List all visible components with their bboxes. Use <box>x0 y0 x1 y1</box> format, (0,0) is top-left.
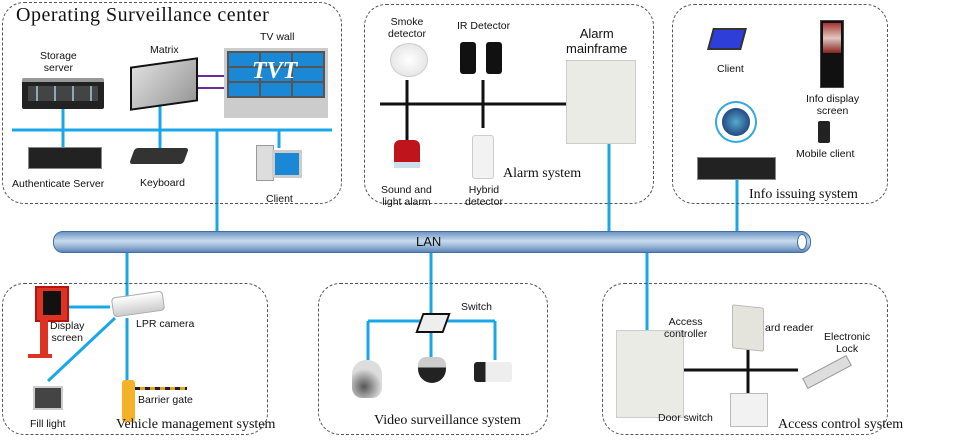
ir-detector-label: IR Detector <box>457 20 511 32</box>
surveillance-center-box <box>2 2 342 204</box>
card-reader-icon <box>732 304 764 352</box>
smoke-detector-icon <box>390 43 428 77</box>
alarm-system-box <box>364 4 654 204</box>
door-switch-icon <box>730 393 768 427</box>
access-controller-icon <box>616 330 684 418</box>
storage-server-icon <box>22 78 104 109</box>
sound-light-alarm-label: Sound and light alarm <box>381 184 432 208</box>
client-label: Client <box>266 193 293 205</box>
barrier-gate-icon <box>122 380 135 422</box>
info-server-icon <box>697 157 776 180</box>
surveillance-center-title: Operating Surveillance center <box>16 4 270 26</box>
ptz-camera-icon <box>352 360 382 398</box>
access-control-title: Access control system <box>778 417 904 432</box>
authenticate-server-label: Authenticate Server <box>12 178 105 190</box>
barrier-gate-arm <box>135 387 187 390</box>
smoke-detector-label: Smoke detector <box>388 16 426 40</box>
hybrid-detector-label: Hybrid detector <box>465 184 503 208</box>
authenticate-server-icon <box>28 147 102 169</box>
barrier-gate-label: Barrier gate <box>138 394 193 406</box>
wireless-globe-icon <box>722 108 750 136</box>
tv-wall-logo: TVT <box>252 58 298 84</box>
vehicle-management-box <box>2 283 268 435</box>
switch-label: Switch <box>461 301 492 313</box>
dome-camera-icon <box>418 357 446 383</box>
laptop-icon <box>707 28 747 50</box>
storage-server-label: Storage server <box>40 50 77 74</box>
electronic-lock-label: Electronic Lock <box>824 331 871 355</box>
alarm-mainframe-icon <box>566 60 636 144</box>
lan-label: LAN <box>416 234 442 249</box>
lan-bus-end <box>797 234 807 250</box>
access-controller-label: Access controller <box>664 316 708 340</box>
alarm-system-title: Alarm system <box>503 166 582 181</box>
info-display-screen-label: Info display screen <box>806 93 860 117</box>
sound-light-alarm-icon <box>394 140 420 168</box>
client-monitor-icon <box>272 150 302 178</box>
ir-detector-icon <box>460 42 476 74</box>
mobile-client-label: Mobile client <box>796 148 855 160</box>
display-screen-label: Display screen <box>50 320 85 344</box>
info-client-label: Client <box>717 63 744 75</box>
tv-wall-label: TV wall <box>260 31 295 43</box>
tv-wall-icon: TVT <box>224 48 328 118</box>
video-surveillance-box <box>318 283 548 435</box>
keyboard-icon <box>129 148 189 164</box>
mobile-phone-icon <box>818 121 830 143</box>
lpr-camera-label: LPR camera <box>136 318 195 330</box>
card-reader-label: ard reader <box>765 322 814 334</box>
vehicle-management-title: Vehicle management system <box>116 417 276 432</box>
fill-light-label: Fill light <box>30 418 66 430</box>
keyboard-label: Keyboard <box>140 177 185 189</box>
hybrid-detector-icon <box>472 135 494 179</box>
door-switch-label: Door switch <box>658 412 713 424</box>
alarm-mainframe-label: Alarm mainframe <box>566 26 628 56</box>
info-issuing-box <box>672 4 888 204</box>
video-surveillance-title: Video surveillance system <box>374 413 521 428</box>
bullet-camera-icon <box>474 362 512 382</box>
display-screen-pole <box>40 320 48 358</box>
access-control-box <box>602 283 888 435</box>
matrix-label: Matrix <box>150 44 179 56</box>
fill-light-icon <box>33 386 63 410</box>
display-screen-icon <box>35 286 69 322</box>
info-issuing-title: Info issuing system <box>749 187 858 202</box>
info-display-screen-icon <box>820 20 844 88</box>
fill-light-link <box>46 316 117 383</box>
display-screen-base <box>28 354 52 358</box>
lan-bus: LAN <box>53 231 811 253</box>
